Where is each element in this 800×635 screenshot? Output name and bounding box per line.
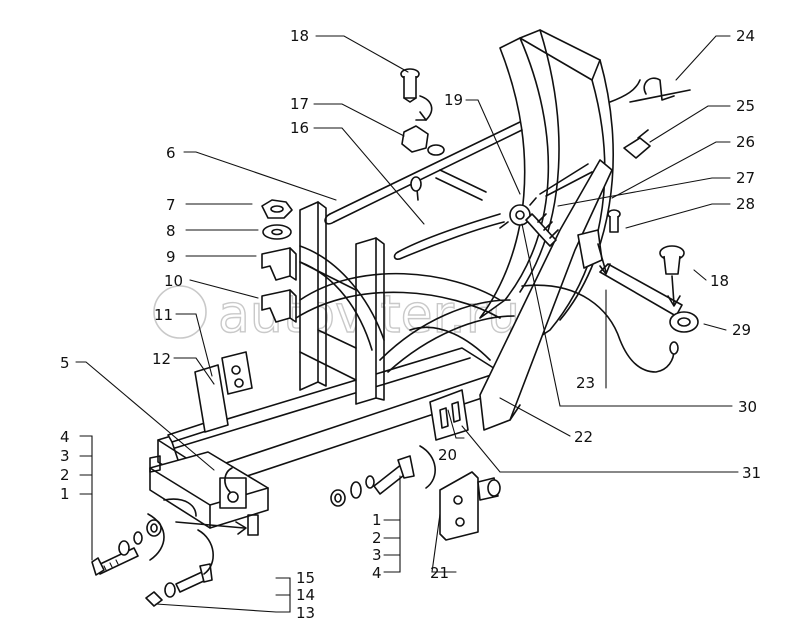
- hub: [499, 197, 559, 247]
- group-left-item: 4: [60, 428, 70, 446]
- main-frame: [149, 347, 501, 536]
- callout-12: 12: [152, 350, 171, 368]
- lever: [577, 229, 699, 333]
- bolt-set-left: [91, 519, 162, 576]
- callout-16: 16: [290, 119, 309, 137]
- bracket-21: [439, 471, 501, 541]
- callout-30: 30: [738, 398, 757, 416]
- callout-29: 29: [732, 321, 751, 339]
- group-left-item: 3: [60, 447, 70, 465]
- leader-lines: [75, 35, 739, 613]
- callout-9: 9: [166, 248, 176, 266]
- callout-11: 11: [154, 306, 173, 324]
- callout-8: 8: [166, 222, 176, 240]
- callout-7: 7: [166, 196, 176, 214]
- nut-7: [261, 199, 293, 219]
- callout-28: 28: [736, 195, 755, 213]
- callout-31: 31: [742, 464, 761, 482]
- callout-25: 25: [736, 97, 755, 115]
- group-left-item: 2: [60, 466, 70, 484]
- watermark: autoviter.ru: [153, 284, 521, 346]
- callout-6: 6: [166, 144, 176, 162]
- callout-18-right: 18: [710, 272, 729, 290]
- clamp-9: [261, 247, 297, 281]
- callout-26: 26: [736, 133, 755, 151]
- bolt-18-top: [400, 68, 420, 103]
- callout-23: 23: [576, 374, 595, 392]
- callout-21: 21: [430, 564, 449, 582]
- callout-22: 22: [574, 428, 593, 446]
- bushing-17: [401, 125, 445, 156]
- bolt-set-bottom: [145, 563, 213, 607]
- group-middle-item: 1: [372, 511, 382, 529]
- fitting-25: [623, 129, 651, 159]
- spring-24: [629, 77, 691, 103]
- cable-end: [669, 341, 679, 355]
- group-bottom-item: 15: [296, 569, 315, 587]
- callout-18-top: 18: [290, 27, 309, 45]
- group-bottom-item: 13: [296, 604, 315, 622]
- cable: [521, 284, 675, 373]
- group-middle-item: 3: [372, 546, 382, 564]
- callout-17: 17: [290, 95, 309, 113]
- clamp-10: [261, 289, 297, 323]
- callout-27: 27: [736, 169, 755, 187]
- group-middle-item: 4: [372, 564, 382, 582]
- vertical-posts: [299, 201, 385, 405]
- callout-labels: 18 24 17 19 25 16 26 6 27 7 28 8 9 18 10…: [60, 27, 761, 622]
- callout-20: 20: [438, 446, 457, 464]
- callout-24: 24: [736, 27, 755, 45]
- group-bottom-item: 14: [296, 586, 315, 604]
- rods: [324, 121, 593, 260]
- washer-8: [262, 224, 292, 240]
- callout-10: 10: [164, 272, 183, 290]
- pin-28: [607, 209, 621, 233]
- group-middle-item: 2: [372, 529, 382, 547]
- curved-sector: [295, 29, 614, 431]
- callout-19: 19: [444, 91, 463, 109]
- group-left-item: 1: [60, 485, 70, 503]
- callout-5: 5: [60, 354, 70, 372]
- bolt-set-middle: [330, 455, 415, 507]
- bolt-18-right: [659, 245, 685, 275]
- assembly-arrows: [147, 79, 681, 575]
